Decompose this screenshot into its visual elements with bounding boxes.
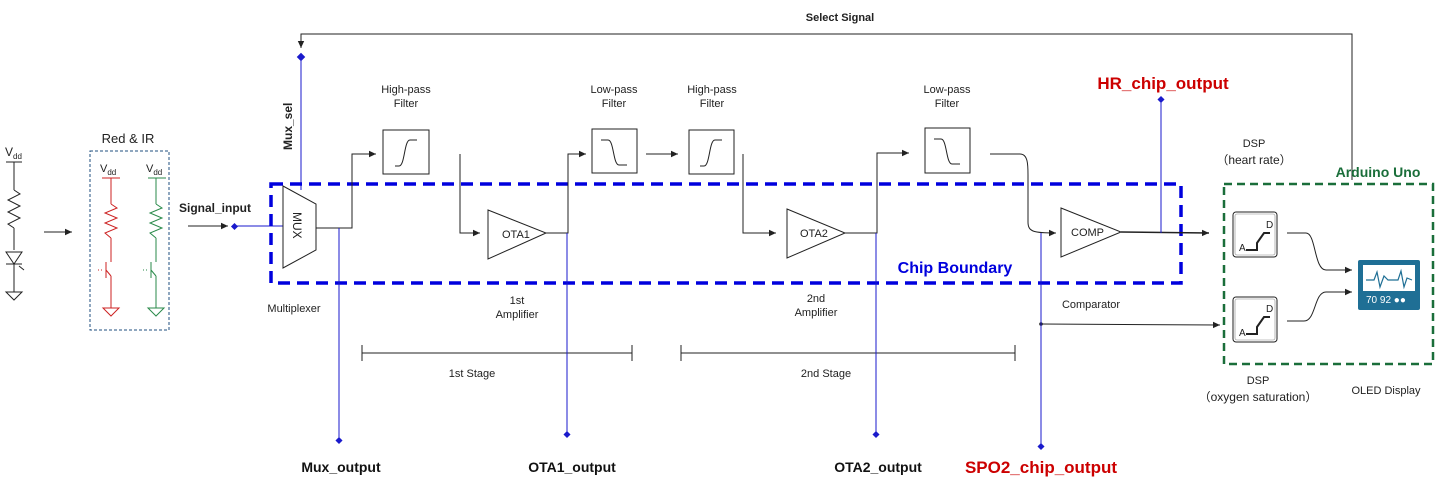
stage-2-bracket: 2nd Stage xyxy=(680,345,1016,380)
svg-text:OTA2: OTA2 xyxy=(800,228,828,240)
ota2-amplifier: OTA2 2nd Amplifier xyxy=(786,208,847,319)
svg-text:Filter: Filter xyxy=(394,98,419,110)
sensor-source-circuit: Vdd xyxy=(4,145,72,301)
stage-1-bracket: 1st Stage xyxy=(361,345,633,380)
svg-text:70 92 ●●: 70 92 ●● xyxy=(1366,295,1406,306)
svg-text:A: A xyxy=(1239,328,1246,339)
signal-input: Signal_input xyxy=(179,201,284,231)
svg-text:Mux_output: Mux_output xyxy=(301,459,381,475)
chip-boundary-label: Chip Boundary xyxy=(898,260,1013,277)
ota1-output-probe: OTA1_output xyxy=(528,233,616,475)
svg-text:Filter: Filter xyxy=(700,98,725,110)
svg-text:High-pass: High-pass xyxy=(381,84,431,96)
mux-output-probe: Mux_output xyxy=(301,228,381,475)
dsp-heart-rate: DSP （heart rate） D A xyxy=(1216,138,1292,258)
svg-text:Low-pass: Low-pass xyxy=(923,84,971,96)
mux-sel-label: Mux_sel xyxy=(281,103,295,150)
svg-text:High-pass: High-pass xyxy=(687,84,737,96)
svg-text:DSP: DSP xyxy=(1243,138,1266,150)
svg-text:Filter: Filter xyxy=(935,98,960,110)
svg-text:D: D xyxy=(1266,220,1273,231)
svg-text:OTA1: OTA1 xyxy=(502,229,530,241)
svg-text:Low-pass: Low-pass xyxy=(590,84,638,96)
svg-text:Filter: Filter xyxy=(602,98,627,110)
ota1-amplifier: OTA1 1st Amplifier xyxy=(487,209,548,321)
dsp-oxygen-saturation: D A DSP （oxygen saturation） xyxy=(1199,296,1318,404)
multiplexer-label: Multiplexer xyxy=(267,303,321,315)
svg-text:Vdd: Vdd xyxy=(100,163,116,177)
svg-text:SPO2_chip_output: SPO2_chip_output xyxy=(965,458,1117,477)
svg-text:1st: 1st xyxy=(510,295,525,307)
svg-text:DSP: DSP xyxy=(1247,375,1270,387)
high-pass-filter-2: High-pass Filter xyxy=(687,84,737,175)
low-pass-filter-1: Low-pass Filter xyxy=(590,84,638,174)
red-ir-label: Red & IR xyxy=(102,131,155,146)
svg-text:OLED Display: OLED Display xyxy=(1351,385,1421,397)
svg-text:（oxygen saturation）: （oxygen saturation） xyxy=(1199,390,1318,404)
arduino-uno-box: Arduino Uno xyxy=(1222,164,1435,366)
oled-display: 70 92 ●● OLED Display xyxy=(1351,260,1421,397)
select-signal-label: Select Signal xyxy=(806,12,874,24)
mux-sel-probe: Mux_sel xyxy=(281,52,306,190)
svg-text:D: D xyxy=(1266,304,1273,315)
svg-text:Amplifier: Amplifier xyxy=(795,307,838,319)
svg-text:Vdd: Vdd xyxy=(146,163,162,177)
svg-text:Arduino Uno: Arduino Uno xyxy=(1336,164,1421,180)
svg-text:Vdd: Vdd xyxy=(5,145,22,161)
svg-text:Amplifier: Amplifier xyxy=(496,309,539,321)
mux-block: MUX Multiplexer xyxy=(267,185,321,315)
svg-text:（heart rate）: （heart rate） xyxy=(1216,153,1291,167)
svg-text:HR_chip_output: HR_chip_output xyxy=(1097,74,1229,93)
svg-text:2nd Stage: 2nd Stage xyxy=(801,368,851,380)
low-pass-filter-2: Low-pass Filter xyxy=(923,84,971,174)
red-ir-led-box: Red & IR Vdd Vdd xyxy=(89,131,170,331)
svg-text:2nd: 2nd xyxy=(807,293,825,305)
svg-text:OTA1_output: OTA1_output xyxy=(528,459,616,475)
svg-text:MUX: MUX xyxy=(290,212,304,239)
chip-boundary xyxy=(269,182,1183,285)
comparator-block: COMP Comparator xyxy=(1060,207,1123,311)
high-pass-filter-1: High-pass Filter xyxy=(381,84,431,175)
hr-output-probe: HR_chip_output xyxy=(1097,74,1229,233)
ota2-output-probe: OTA2_output xyxy=(834,233,922,475)
svg-text:COMP: COMP xyxy=(1071,227,1104,239)
select-signal-line: Select Signal xyxy=(297,12,1353,180)
signal-input-label: Signal_input xyxy=(179,201,251,215)
svg-text:A: A xyxy=(1239,243,1246,254)
svg-text:OTA2_output: OTA2_output xyxy=(834,459,922,475)
comparator-label: Comparator xyxy=(1062,299,1120,311)
svg-text:1st Stage: 1st Stage xyxy=(449,368,495,380)
